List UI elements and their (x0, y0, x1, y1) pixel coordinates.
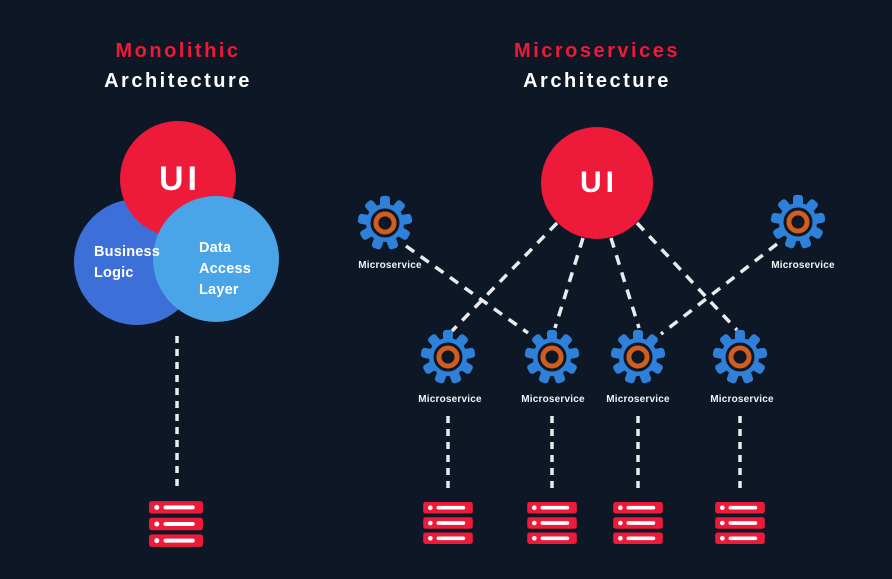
data-access-circle (153, 196, 279, 322)
microservice-label: Microservice (521, 394, 585, 405)
ui-circle-microservices: UI (541, 127, 653, 239)
gear-icon (609, 328, 667, 386)
gear-icon (356, 194, 414, 252)
dashed-connector-ui-ms2 (553, 237, 585, 329)
left-title-rest: Architecture (104, 70, 252, 92)
business-logic-label: Business Logic (94, 244, 161, 281)
dashed-connector-topright-ms3 (659, 242, 779, 336)
ui-circle-monolith-label: UI (159, 159, 201, 198)
database-icon (423, 502, 473, 544)
database-icon (527, 502, 577, 544)
dashed-connector-ui-ms4 (635, 221, 739, 332)
left-panel-title: Monolithic Architecture (18, 40, 338, 93)
microservice-label: Microservice (710, 394, 774, 405)
microservice-label: Microservice (606, 394, 670, 405)
right-panel-title: Microservices Architecture (437, 40, 757, 93)
gear-icon (711, 328, 769, 386)
ui-circle-microservices-label: UI (580, 166, 618, 199)
data-access-label: Data Access Layer (199, 240, 251, 298)
dashed-connector-ui-ms1 (450, 221, 559, 333)
microservice-label: Microservice (771, 260, 835, 271)
dashed-connector-ui-ms3 (609, 237, 641, 329)
gear-icon (523, 328, 581, 386)
microservice-label: Microservice (418, 394, 482, 405)
database-icon (613, 502, 663, 544)
right-title-rest: Architecture (523, 70, 671, 92)
database-icon (149, 501, 203, 547)
gear-icon (419, 328, 477, 386)
microservice-label: Microservice (358, 260, 422, 271)
database-icon (715, 502, 765, 544)
gear-icon (769, 193, 827, 251)
right-title-accent: Microservices (514, 40, 680, 62)
left-title-accent: Monolithic (115, 40, 241, 62)
